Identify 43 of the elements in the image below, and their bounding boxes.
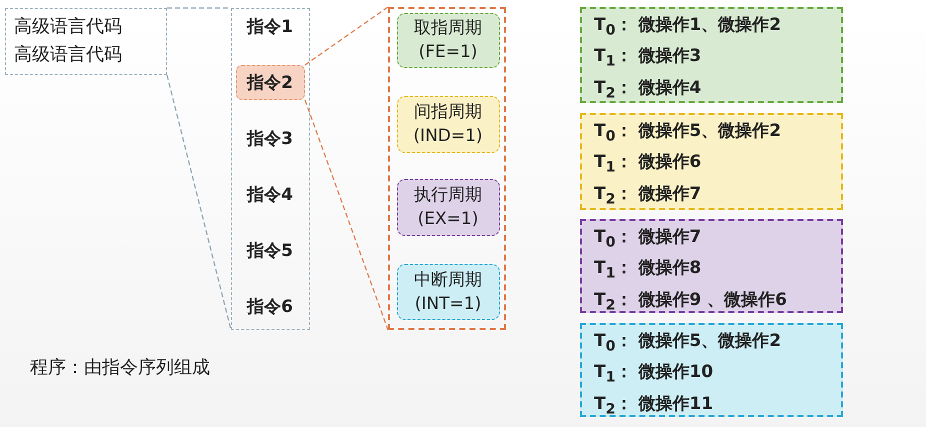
micro-operation-text: T$_{0}$： 微操作5、微操作2 (594, 330, 782, 356)
zoom-line (166, 7, 232, 331)
cycle-text: (FE=1) (418, 41, 478, 64)
cycle-group-box (388, 7, 506, 330)
code-box (5, 8, 167, 75)
micro-operation-text: T$_{2}$： 微操作9 、微操作6 (594, 288, 787, 316)
cycle-text: (EX=1) (418, 208, 478, 231)
micro-operation-text: T$_{2}$： 微操作4 (594, 76, 702, 104)
micro-operation-text: T$_{2}$： 微操作11 (594, 392, 714, 420)
micro-operation-text: T$_{1}$： 微操作3 (594, 45, 702, 72)
micro-operation-text: T$_{0}$： 微操作1、微操作2 (594, 14, 782, 40)
micro-operation-text: T$_{2}$： 微操作7 (594, 182, 702, 210)
instruction-text: 指令3 (236, 122, 304, 154)
cycle-text: (INT=1) (414, 292, 482, 316)
micro-operation-text: T$_{0}$： 微操作7 (594, 226, 702, 252)
caption-text: 程序：由指令序列组成 (30, 356, 210, 379)
cycle-box (396, 178, 500, 236)
micro-operation-text: T$_{1}$： 微操作10 (594, 361, 714, 388)
zoom-line (304, 6, 389, 331)
micro-operation-text: T$_{1}$： 微操作8 (594, 257, 702, 284)
cycle-text: (IND=1) (413, 125, 483, 148)
instruction-text: 指令2 (247, 72, 293, 94)
cycle-text: 中断周期 (414, 268, 482, 292)
cycle-box (396, 12, 500, 68)
micro-operation-box (580, 113, 843, 210)
code-text: 高级语言代码 (14, 43, 122, 67)
micro-operation-box (580, 323, 843, 417)
cycle-box (396, 264, 500, 320)
micro-operation-box (580, 7, 843, 103)
micro-operation-box (580, 219, 843, 313)
code-text: 高级语言代码 (14, 15, 122, 39)
highlighted-instruction-box (236, 64, 304, 100)
instruction-list-box (231, 8, 310, 330)
cycle-box (396, 96, 500, 152)
instruction-text: 指令6 (236, 290, 304, 322)
cycle-text: 执行周期 (414, 184, 482, 207)
instruction-text: 指令1 (236, 10, 304, 42)
cycle-text: 取指周期 (414, 17, 482, 40)
cycle-text: 间指周期 (414, 101, 482, 124)
instruction-text: 指令4 (236, 178, 304, 210)
micro-operation-text: T$_{1}$： 微操作6 (594, 151, 702, 178)
instruction-text: 指令5 (236, 234, 304, 266)
micro-operation-text: T$_{0}$： 微操作5、微操作2 (594, 120, 782, 146)
